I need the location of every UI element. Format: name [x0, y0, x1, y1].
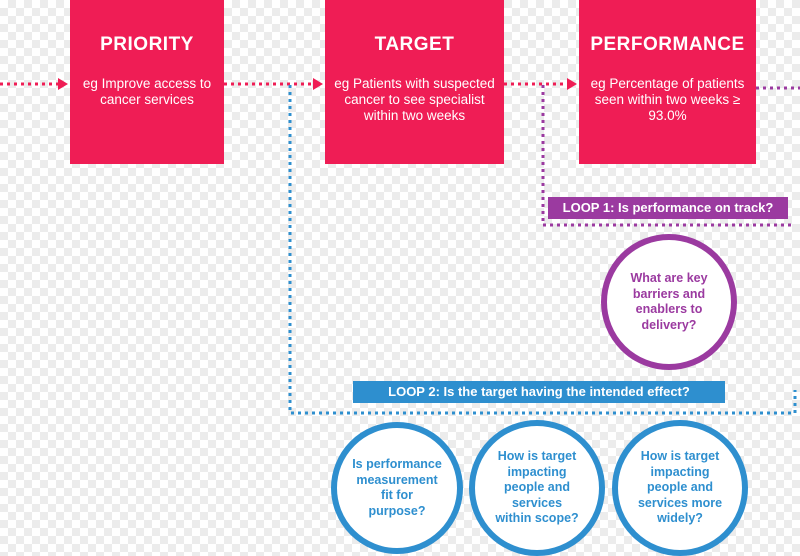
loop2-line	[288, 85, 797, 415]
question-more-widely-circle: How is target impacting people and servi…	[612, 420, 748, 556]
priority-description: eg Improve access to cancer services	[82, 76, 212, 107]
question-barriers-circle: What are key barriers and enablers to de…	[601, 234, 737, 370]
question-within-scope-circle: How is target impacting people and servi…	[469, 420, 605, 556]
flow-arrow-performance	[567, 78, 577, 90]
question-within-scope-text: How is target impacting people and servi…	[495, 449, 579, 526]
flow-arrow-target	[313, 78, 323, 90]
question-barriers-text: What are key barriers and enablers to de…	[630, 271, 708, 332]
question-measurement-text: Is performance measurement fit for purpo…	[352, 457, 442, 518]
performance-title: PERFORMANCE	[590, 34, 745, 55]
target-description: eg Patients with suspected cancer to see…	[334, 76, 495, 123]
flow-arrow-in	[58, 78, 68, 90]
loop1-label: LOOP 1: Is performance on track?	[548, 197, 788, 219]
priority-box: PRIORITY eg Improve access to cancer ser…	[70, 0, 224, 164]
performance-box: PERFORMANCE eg Percentage of patients se…	[579, 0, 756, 164]
loop2-label: LOOP 2: Is the target having the intende…	[353, 381, 725, 403]
performance-description: eg Percentage of patients seen within tw…	[590, 76, 745, 123]
question-measurement-circle: Is performance measurement fit for purpo…	[331, 422, 463, 554]
question-more-widely-text: How is target impacting people and servi…	[637, 449, 723, 526]
target-box: TARGET eg Patients with suspected cancer…	[325, 0, 504, 164]
loop1-line	[541, 85, 792, 227]
target-title: TARGET	[374, 34, 455, 55]
priority-title: PRIORITY	[100, 34, 194, 55]
